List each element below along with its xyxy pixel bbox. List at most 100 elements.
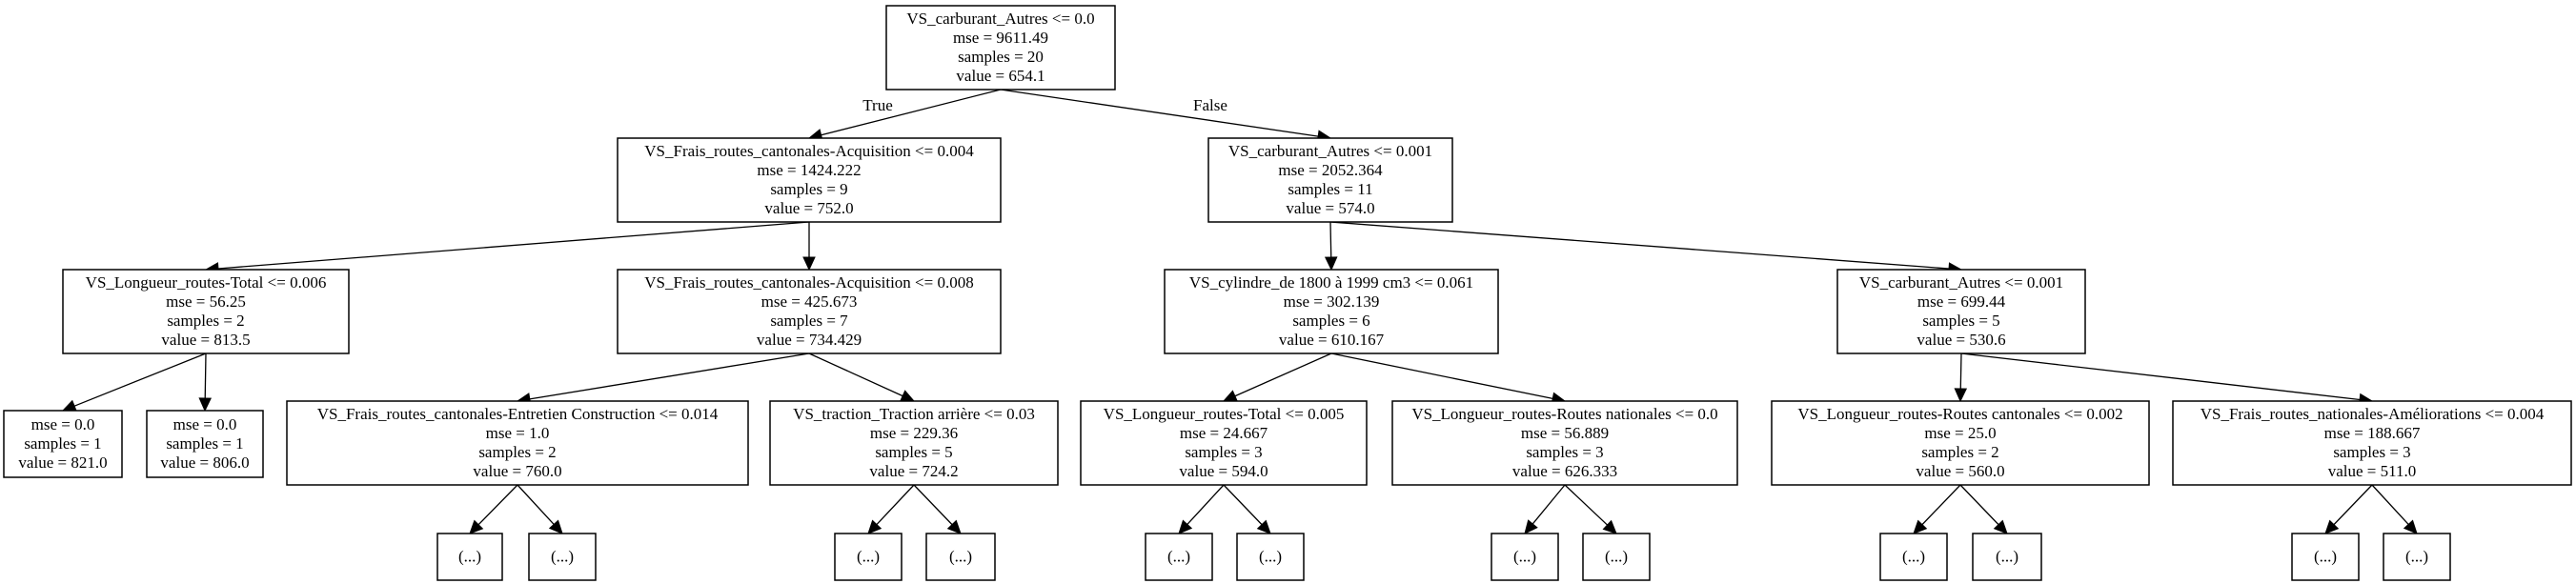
- mse-value: mse = 1.0: [486, 424, 550, 442]
- node-box: [1164, 269, 1499, 354]
- split-condition: VS_carburant_Autres <= 0.001: [1859, 273, 2063, 292]
- truncated-label: (...): [551, 548, 574, 566]
- edge-arrowhead: [1993, 519, 2008, 534]
- node-box: [885, 5, 1116, 91]
- node-box: [617, 269, 1002, 354]
- edge-arrowhead: [1954, 388, 1968, 403]
- tree-node-n1: VS_Frais_routes_cantonales-Acquisition <…: [617, 137, 1002, 223]
- tree-node-n12: VS_Longueur_routes-Routes nationales <= …: [1391, 400, 1738, 486]
- node-box: [769, 400, 1059, 486]
- split-condition: VS_Frais_routes_cantonales-Acquisition <…: [644, 273, 973, 292]
- edge-n9-e1: [477, 484, 518, 526]
- node-box: [528, 533, 597, 581]
- node-value: value = 806.0: [160, 453, 249, 472]
- edge-arrowhead: [946, 519, 962, 534]
- edge-arrowhead: [867, 519, 882, 534]
- edge-n5-n12: [1330, 352, 1553, 400]
- tree-node-n13: VS_Longueur_routes-Routes cantonales <= …: [1771, 400, 2150, 486]
- truncated-label: (...): [1513, 548, 1536, 566]
- edge-n11-e5: [1187, 484, 1225, 525]
- edge-n2-n6: [1329, 221, 1950, 270]
- node-box: [2291, 533, 2360, 581]
- truncated-label: (...): [1996, 548, 2018, 566]
- edge-arrowhead: [2324, 519, 2340, 534]
- mse-value: mse = 2052.364: [1278, 161, 1383, 179]
- node-value: value = 760.0: [473, 462, 561, 480]
- node-box: [286, 400, 749, 486]
- split-condition: VS_cylindre_de 1800 à 1999 cm3 <= 0.061: [1189, 273, 1473, 292]
- node-box: [1391, 400, 1738, 486]
- edge-label-true: True: [862, 96, 893, 114]
- node-value: value = 626.333: [1512, 462, 1617, 480]
- split-condition: VS_Longueur_routes-Routes nationales <= …: [1411, 405, 1717, 423]
- split-condition: VS_Longueur_routes-Routes cantonales <= …: [1797, 405, 2122, 423]
- node-box: [617, 137, 1002, 223]
- truncated-label: (...): [2314, 548, 2337, 566]
- samples-count: samples = 5: [1922, 312, 1999, 330]
- samples-count: samples = 3: [1526, 443, 1603, 461]
- tree-node-n5: VS_cylindre_de 1800 à 1999 cm3 <= 0.061m…: [1164, 269, 1499, 354]
- edge-n6-n14: [1960, 352, 2361, 401]
- truncated-label: (...): [857, 548, 880, 566]
- truncated-label: (...): [1167, 548, 1190, 566]
- node-box: [2383, 533, 2451, 581]
- edge-arrowhead: [1222, 390, 1239, 402]
- samples-count: samples = 2: [1921, 443, 1998, 461]
- node-value: value = 813.5: [161, 331, 250, 349]
- node-value: value = 610.167: [1279, 331, 1385, 349]
- edge-arrowhead: [1256, 519, 1271, 534]
- edge-arrowhead: [1324, 256, 1338, 272]
- node-box: [1879, 533, 1948, 581]
- edge-n12-e7: [1531, 484, 1566, 525]
- node-box: [925, 533, 996, 581]
- edge-n6-n13: [1959, 352, 1962, 390]
- node-value: value = 530.6: [1917, 331, 2005, 349]
- node-value: value = 594.0: [1179, 462, 1268, 480]
- mse-value: mse = 229.36: [870, 424, 958, 442]
- edge-n13-e10: [1959, 484, 1999, 526]
- split-condition: VS_carburant_Autres <= 0.001: [1228, 142, 1432, 160]
- edge-n0-n1: [821, 89, 1002, 136]
- truncated-node: (...): [2383, 533, 2451, 581]
- mse-value: mse = 699.44: [1917, 292, 2006, 311]
- truncated-node: (...): [528, 533, 597, 581]
- node-value: value = 821.0: [18, 453, 107, 472]
- edge-n4-n10: [808, 352, 903, 397]
- edge-n14-e12: [2371, 484, 2409, 525]
- split-condition: VS_Frais_routes_cantonales-Entretien Con…: [317, 405, 719, 423]
- truncated-label: (...): [1605, 548, 1628, 566]
- truncated-node: (...): [1491, 533, 1559, 581]
- truncated-label: (...): [2405, 548, 2428, 566]
- samples-count: samples = 2: [167, 312, 244, 330]
- node-box: [1236, 533, 1305, 581]
- node-box: [834, 533, 903, 581]
- samples-count: samples = 3: [2333, 443, 2410, 461]
- edge-n11-e6: [1223, 484, 1263, 526]
- truncated-node: (...): [436, 533, 503, 581]
- samples-count: samples = 1: [166, 434, 243, 453]
- mse-value: mse = 425.673: [761, 292, 858, 311]
- node-box: [62, 269, 350, 354]
- truncated-label: (...): [949, 548, 972, 566]
- mse-value: mse = 0.0: [173, 415, 237, 433]
- samples-count: samples = 1: [24, 434, 101, 453]
- edge-arrowhead: [61, 399, 78, 413]
- edge-n2-n5: [1329, 221, 1332, 258]
- truncated-node: (...): [1972, 533, 2042, 581]
- tree-node-n14: VS_Frais_routes_nationales-Améliorations…: [2172, 400, 2572, 486]
- mse-value: mse = 25.0: [1924, 424, 1996, 442]
- split-condition: VS_Frais_routes_cantonales-Acquisition <…: [644, 142, 974, 160]
- samples-count: samples = 3: [1185, 443, 1262, 461]
- samples-count: samples = 11: [1288, 180, 1372, 198]
- tree-node-n4: VS_Frais_routes_cantonales-Acquisition <…: [617, 269, 1002, 354]
- node-box: [1080, 400, 1368, 486]
- node-box: [1771, 400, 2150, 486]
- edge-n0-n2: [1000, 89, 1319, 137]
- node-box: [1972, 533, 2042, 581]
